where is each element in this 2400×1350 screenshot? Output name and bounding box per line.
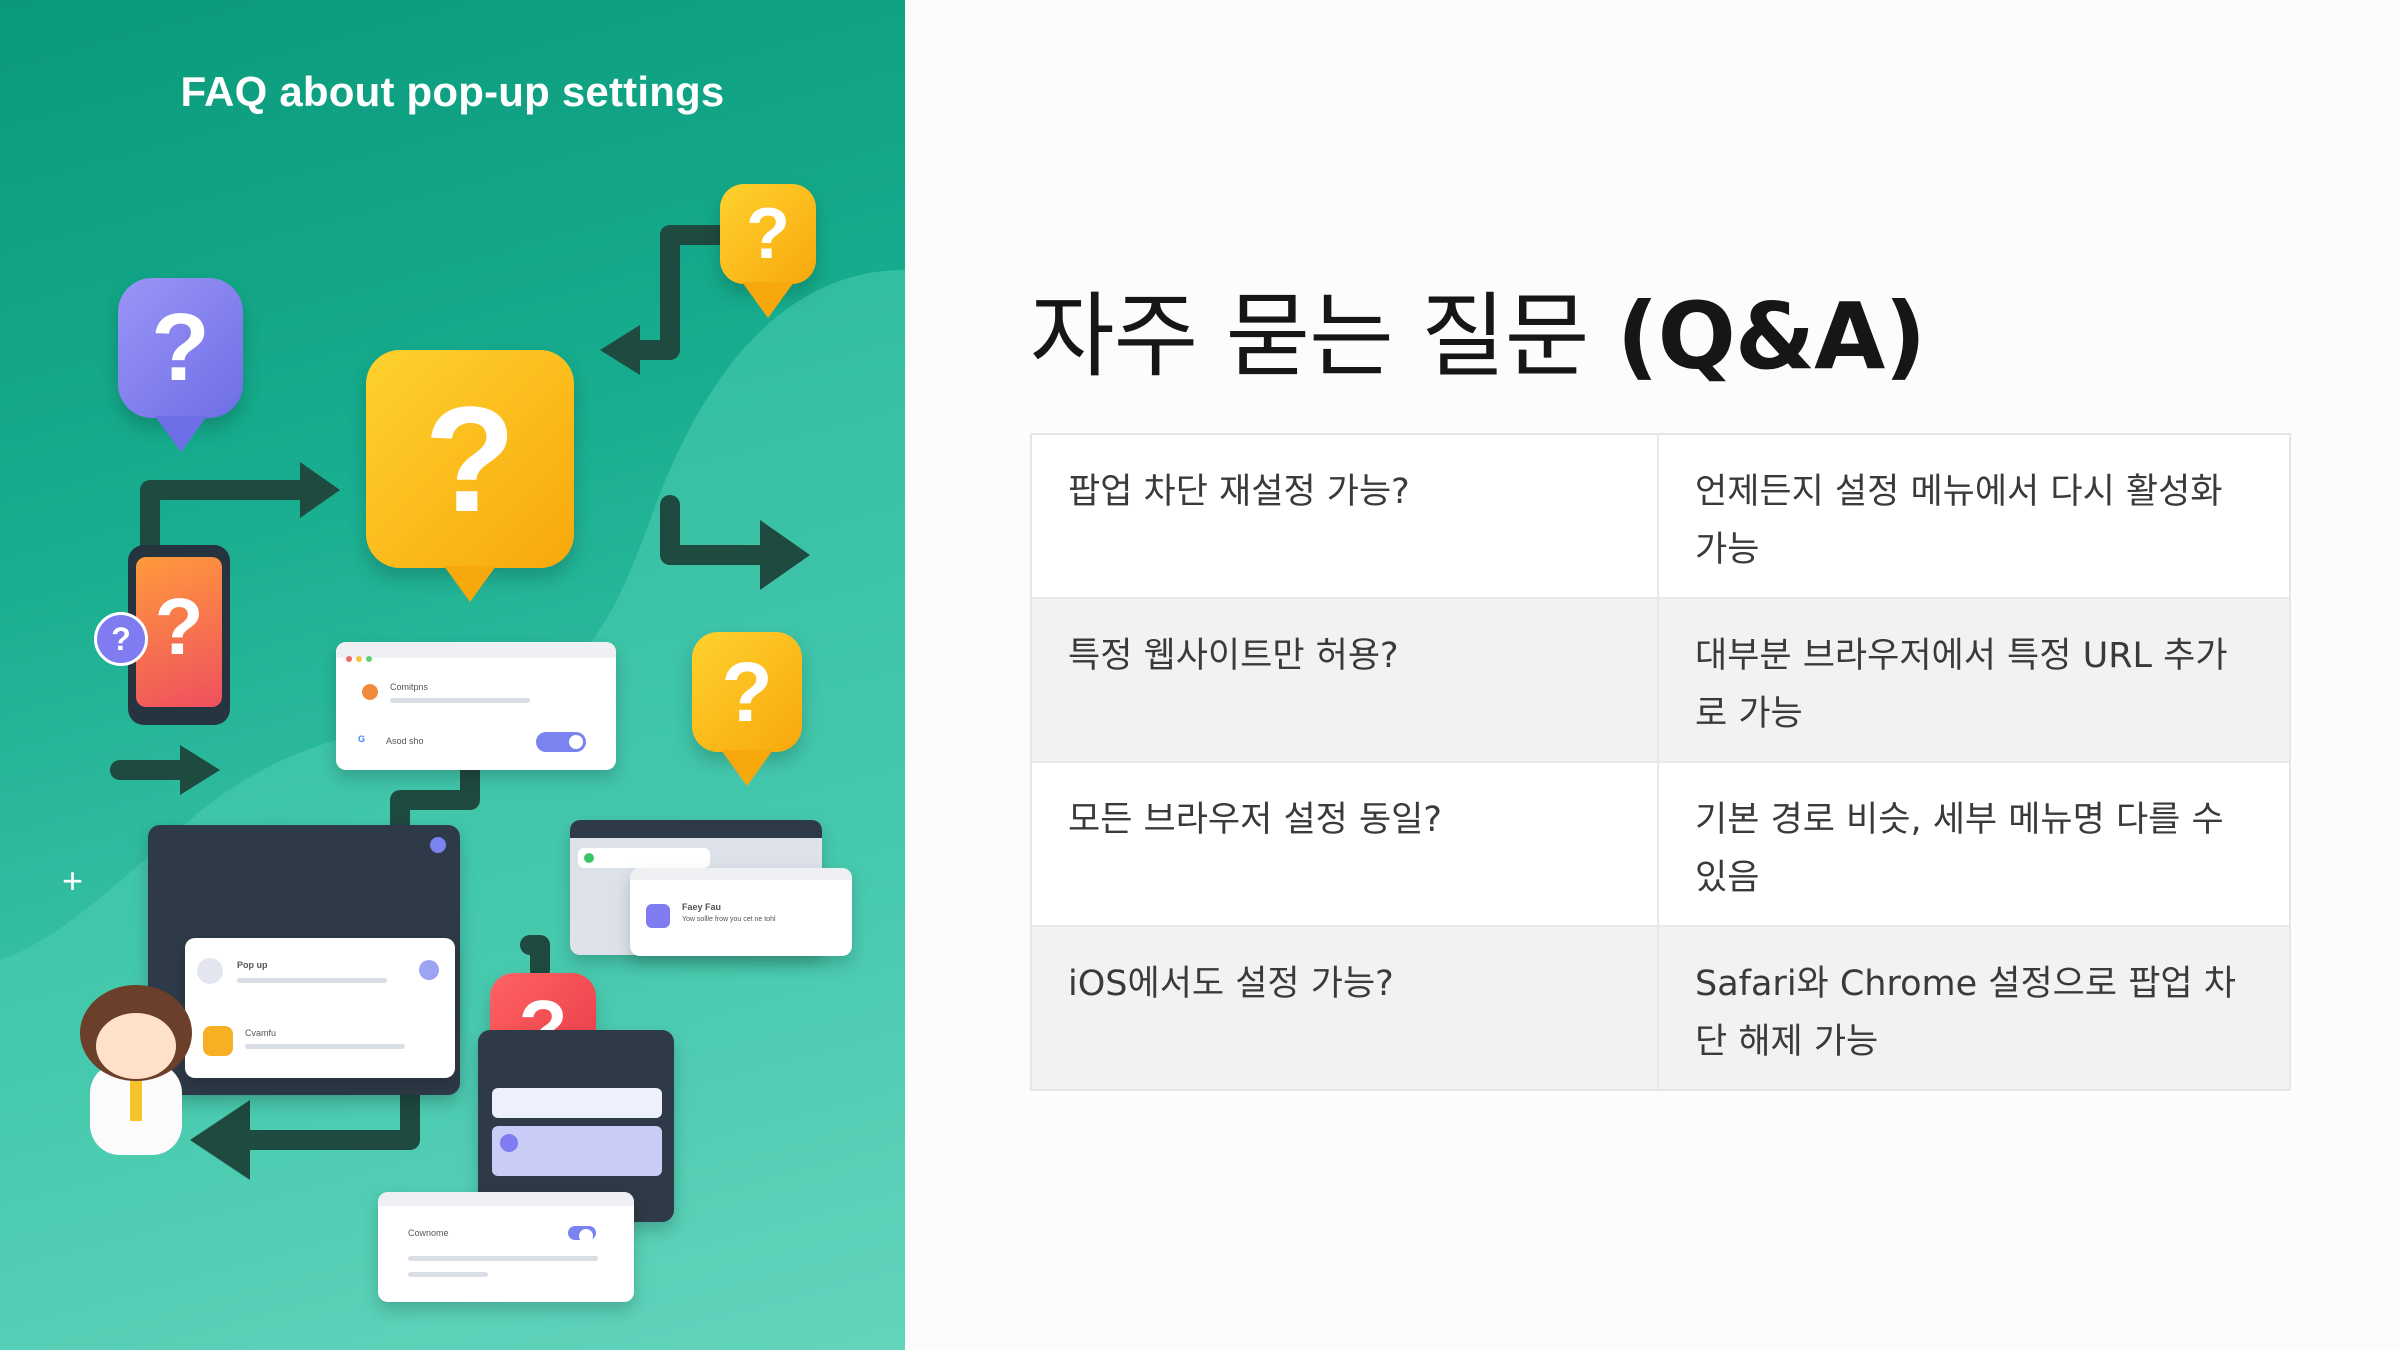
faq-answer: Safari와 Chrome 설정으로 팝업 차단 해제 가능 xyxy=(1695,964,2236,1062)
question-bubble-medium: ? xyxy=(692,632,802,752)
faq-table: 팝업 차단 재설정 가능? 언제든지 설정 메뉴에서 다시 활성화 가능 특정 … xyxy=(1030,433,2291,1091)
bottom-toggle xyxy=(568,1226,596,1243)
card-title: Comitpns xyxy=(390,682,429,692)
illustration-title: FAQ about pop-up settings xyxy=(180,68,725,115)
question-mark-icon: ? xyxy=(746,194,790,274)
popup-dialog: Pop up Cvamfu xyxy=(185,938,455,1078)
faq-row: 특정 웹사이트만 허용? 대부분 브라우저에서 특정 URL 추가로 가능 xyxy=(1032,599,2289,763)
bottom-card-label: Cownome xyxy=(408,1228,449,1238)
faq-answer: 언제든지 설정 메뉴에서 다시 활성화 가능 xyxy=(1695,472,2223,570)
browser-window-dark-2 xyxy=(478,1030,674,1222)
google-icon: G xyxy=(358,734,366,744)
question-mark-icon: ? xyxy=(111,621,131,657)
question-bubble-small: ? xyxy=(720,184,816,284)
faq-icon xyxy=(646,904,670,928)
warning-icon xyxy=(203,1026,233,1056)
faq-row: 팝업 차단 재설정 가능? 언제든지 설정 메뉴에서 다시 활성화 가능 xyxy=(1032,435,2289,599)
faq-question: 모든 브라우저 설정 동일? xyxy=(1032,763,1659,925)
character-mascot xyxy=(72,985,202,1155)
avatar-icon xyxy=(362,684,378,700)
check-icon xyxy=(584,853,594,863)
question-bubble-purple: ? xyxy=(118,278,243,418)
page-title: 자주 묻는 질문 (Q&A) xyxy=(1030,262,1927,395)
card-sub: Asod sho xyxy=(386,736,424,746)
faq-row: iOS에서도 설정 가능? Safari와 Chrome 설정으로 팝업 차단 … xyxy=(1032,927,2289,1089)
question-mark-icon: ? xyxy=(424,374,516,543)
question-mark-icon: ? xyxy=(151,294,210,401)
faq-card-sub: Yow sollle frow you cet ne tohl xyxy=(682,916,776,923)
settings-card: Comitpns G Asod sho xyxy=(336,642,616,770)
question-mark-icon: ? xyxy=(154,582,204,671)
faq-answer: 기본 경로 비슷, 세부 메뉴명 다를 수 있음 xyxy=(1695,800,2224,898)
phone-device: ? xyxy=(128,545,230,725)
question-mark-icon: ? xyxy=(721,644,773,739)
arrow-heads xyxy=(180,325,810,1180)
plus-sparkle: + xyxy=(62,860,84,901)
faq-question: 특정 웹사이트만 허용? xyxy=(1032,599,1659,761)
page-title-qa: (Q&A) xyxy=(1616,283,1927,390)
question-bubble-large: ? xyxy=(366,350,574,568)
faq-question: 팝업 차단 재설정 가능? xyxy=(1032,435,1659,597)
bottom-settings-card: Cownome xyxy=(378,1192,634,1302)
phone-screen: ? xyxy=(136,557,222,707)
popup-row: Cvamfu xyxy=(245,1028,277,1038)
faq-row: 모든 브라우저 설정 동일? 기본 경로 비슷, 세부 메뉴명 다를 수 있음 xyxy=(1032,763,2289,927)
popup-title: Pop up xyxy=(237,960,268,970)
user-icon xyxy=(197,958,223,984)
illustration-panel: + FAQ about pop-up settings ? ? ? ? ? ? … xyxy=(0,0,905,1350)
page-title-text: 자주 묻는 질문 xyxy=(1030,283,1617,390)
faq-card-title: Faey Fau xyxy=(682,902,722,912)
faq-question: iOS에서도 설정 가능? xyxy=(1032,927,1659,1089)
faq-notification: Faey Fau Yow sollle frow you cet ne tohl xyxy=(630,868,852,956)
faq-answer: 대부분 브라우저에서 특정 URL 추가로 가능 xyxy=(1695,636,2228,734)
popup-toggle xyxy=(536,732,586,752)
help-badge-icon: ? xyxy=(94,612,148,666)
